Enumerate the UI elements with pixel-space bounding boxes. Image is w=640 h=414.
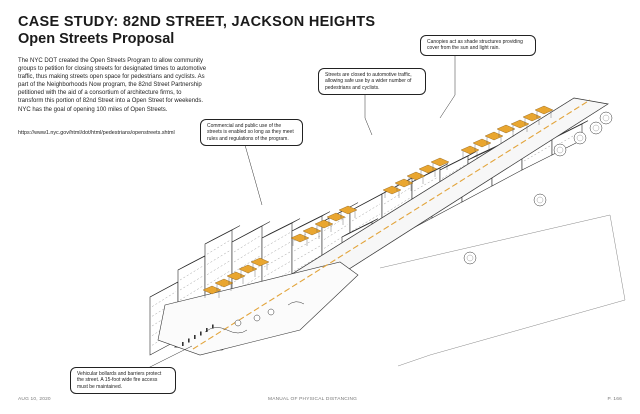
intro-paragraph: The NYC DOT created the Open Streets Pro… xyxy=(18,58,207,113)
callout-bollards: Vehicular bollards and barriers protect … xyxy=(70,367,176,395)
footer-page-number: P. 166 xyxy=(607,397,622,402)
callout-canopies: Canopies act as shade structures providi… xyxy=(420,35,536,56)
vehicular-bollards xyxy=(182,324,214,346)
page-subtitle: Open Streets Proposal xyxy=(18,31,175,47)
canopy-group xyxy=(202,105,554,298)
page-title: CASE STUDY: 82ND STREET, JACKSON HEIGHTS xyxy=(18,14,376,30)
tree-group xyxy=(463,111,613,265)
plaza-furniture xyxy=(204,301,305,334)
callout-leaders xyxy=(139,54,456,373)
footer-date: AUG 10, 2020 xyxy=(18,397,51,402)
callout-streets-closed: Streets are closed to automotive traffic… xyxy=(318,68,426,96)
source-link[interactable]: https://www1.nyc.gov/html/dot/html/pedes… xyxy=(18,130,175,136)
empty-lot-outline xyxy=(379,214,626,367)
footer-manual-title: MANUAL OF PHYSICAL DISTANCING xyxy=(268,397,358,402)
fire-access-lane xyxy=(192,99,591,350)
callout-commercial-use: Commercial and public use of the streets… xyxy=(200,119,303,147)
